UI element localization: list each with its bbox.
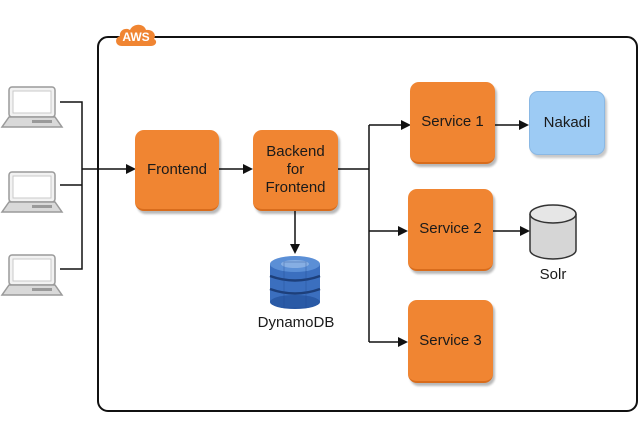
aws-cloud-frame bbox=[97, 36, 638, 412]
laptop-icon bbox=[1, 171, 63, 213]
laptop-icon bbox=[1, 254, 63, 296]
bff-label-line: Backend bbox=[266, 142, 325, 160]
frontend-label: Frontend bbox=[146, 160, 208, 178]
solr-label: Solr bbox=[539, 266, 567, 283]
aws-cloud-badge: AWS bbox=[113, 21, 159, 49]
client-connector bbox=[60, 169, 83, 270]
frontend-node: Frontend bbox=[135, 130, 219, 211]
database-cylinder-icon bbox=[529, 204, 577, 260]
service1-label: Service 1 bbox=[421, 113, 484, 130]
cloud-icon bbox=[116, 24, 157, 46]
service3-label: Service 3 bbox=[419, 331, 482, 349]
service2-label: Service 2 bbox=[419, 220, 482, 237]
dynamodb-label: DynamoDB bbox=[257, 314, 335, 331]
aws-label: AWS bbox=[122, 30, 150, 44]
service3-node: Service 3 bbox=[408, 300, 493, 383]
client-connector bbox=[60, 101, 83, 169]
nakadi-label: Nakadi bbox=[543, 114, 591, 131]
bff-label-line: for bbox=[286, 160, 305, 178]
bff-node: Backend for Frontend bbox=[253, 130, 338, 211]
bff-label: Backend for Frontend bbox=[265, 143, 325, 197]
service2-node: Service 2 bbox=[408, 189, 493, 271]
dynamodb-icon bbox=[269, 256, 321, 309]
nakadi-node: Nakadi bbox=[529, 91, 605, 155]
service1-node: Service 1 bbox=[410, 82, 495, 164]
bff-label-line: Frontend bbox=[265, 178, 326, 196]
laptop-icon bbox=[1, 86, 63, 128]
